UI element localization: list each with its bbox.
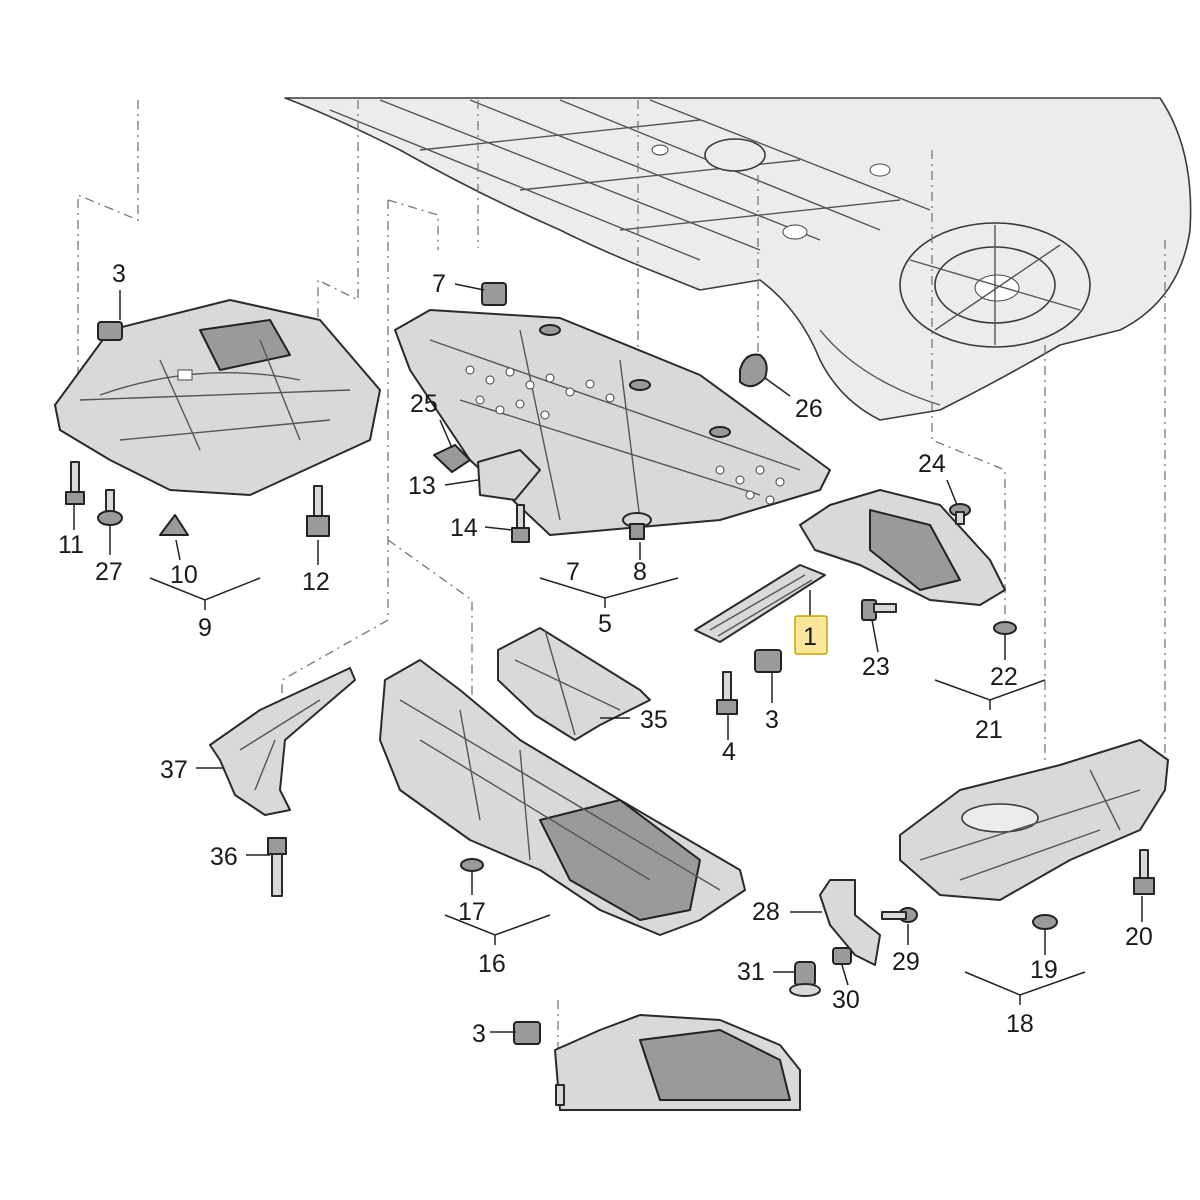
part-3-clip-bottom	[513, 1021, 541, 1045]
part-30-nut	[832, 947, 852, 965]
vent-holes	[465, 365, 785, 505]
part-3-clip-middle	[754, 649, 782, 673]
label-18: 18	[1006, 1010, 1034, 1038]
label-35: 35	[640, 706, 668, 734]
part-27-bolt	[97, 489, 123, 526]
label-13: 13	[408, 472, 436, 500]
label-22: 22	[990, 663, 1018, 691]
label-29: 29	[892, 948, 920, 976]
label-20: 20	[1125, 923, 1153, 951]
part-22-nut	[993, 621, 1017, 635]
part-11-bolt	[65, 461, 85, 505]
part-12-bolt	[306, 485, 330, 537]
label-4: 4	[722, 738, 736, 766]
label-21: 21	[975, 716, 1003, 744]
part-14-bolt	[511, 504, 530, 543]
part-25-spacer	[433, 444, 471, 473]
part-36-stud	[267, 837, 287, 897]
label-3-middle: 3	[765, 706, 779, 734]
part-7-clip	[481, 282, 507, 306]
label-11: 11	[58, 531, 84, 559]
label-28: 28	[752, 898, 780, 926]
part-24-screw	[949, 503, 971, 525]
part-37-bracket	[209, 667, 356, 816]
label-27: 27	[95, 558, 123, 586]
part-35-heat-shield	[497, 627, 651, 741]
label-36: 36	[210, 843, 238, 871]
highlight-box-part-1	[794, 615, 828, 655]
part-4-bolt	[716, 671, 738, 715]
label-17: 17	[458, 898, 486, 926]
label-3-top-left: 3	[112, 260, 126, 288]
bottom-partial-shield	[554, 1014, 801, 1111]
label-26: 26	[795, 395, 823, 423]
label-1: 1	[803, 623, 817, 651]
leader-lines	[73, 283, 1143, 1033]
label-16: 16	[478, 950, 506, 978]
part-31-clip	[789, 961, 821, 997]
label-24: 24	[918, 450, 946, 478]
label-5: 5	[598, 610, 612, 638]
part-8-clip	[622, 512, 652, 540]
part-28-bracket	[819, 879, 881, 966]
part-3-clip-top-left	[97, 321, 123, 341]
label-7-brace: 7	[566, 558, 580, 586]
part-16-tunnel-shield	[379, 659, 746, 936]
label-9: 9	[198, 614, 212, 642]
label-31: 31	[737, 958, 765, 986]
part-13-bracket	[477, 449, 541, 501]
label-19: 19	[1030, 956, 1058, 984]
part-29-bolt	[881, 907, 918, 923]
label-12: 12	[302, 568, 330, 596]
part-18-rear-undertray	[899, 739, 1169, 901]
part-5-centre-underbody-panel	[394, 309, 831, 536]
label-23: 23	[862, 653, 890, 681]
part-21-side-shield	[799, 489, 1006, 606]
part-19-nut	[1032, 914, 1058, 930]
label-25: 25	[410, 390, 438, 418]
part-17-nut	[460, 858, 484, 872]
label-10: 10	[170, 561, 198, 589]
part-23-bolt	[861, 599, 897, 621]
label-30: 30	[832, 986, 860, 1014]
part-1-cover-strip	[694, 564, 826, 643]
label-3-bottom: 3	[472, 1020, 486, 1048]
part-9-engine-undertray	[54, 299, 381, 496]
label-7-clip: 7	[432, 270, 446, 298]
part-20-bolt	[1133, 849, 1155, 895]
bottom-stud	[555, 1084, 565, 1106]
assembly-braces	[149, 577, 1086, 1005]
part-10-cap	[159, 514, 189, 536]
assembly-dash-lines	[77, 100, 1166, 1050]
label-37: 37	[160, 756, 188, 784]
label-8: 8	[633, 558, 647, 586]
part-labels: 1 3 3 3 4 5 7 7 8 9 10 11 12 13 14 16 17…	[58, 260, 1153, 1048]
label-14: 14	[450, 514, 478, 542]
vehicle-floor-pan	[284, 97, 1192, 421]
part-26-plug	[739, 353, 768, 388]
